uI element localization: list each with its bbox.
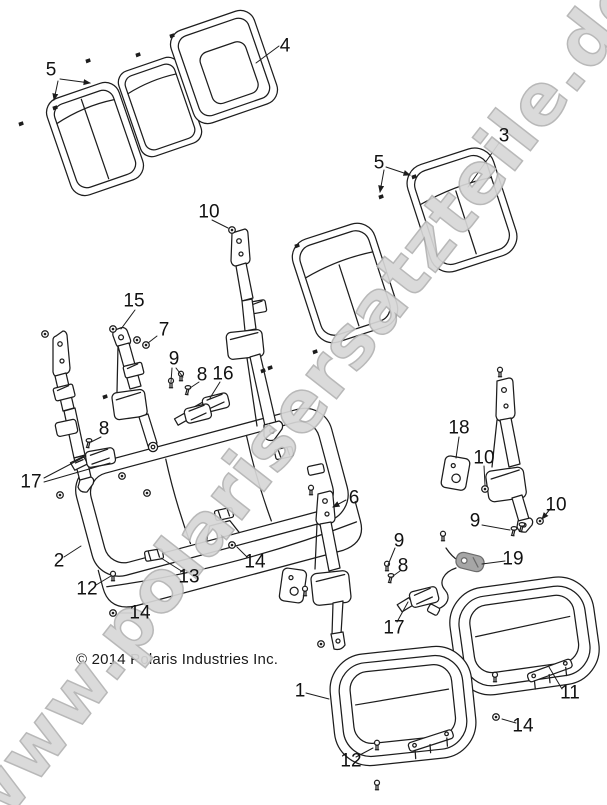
callout-8: 8	[98, 418, 110, 440]
seatbelt-center-10	[225, 228, 284, 442]
callout-12: 12	[76, 578, 98, 600]
seatbelt-mid-right-6	[310, 490, 352, 651]
seatbelt-mid-left-15	[111, 326, 159, 453]
seatbelt-far-left	[52, 330, 95, 493]
clip-bracket-13	[143, 548, 165, 562]
callout-9: 9	[393, 530, 405, 552]
seat-back-single-rear	[406, 147, 518, 273]
seat-rail-right-11	[526, 658, 573, 690]
seat-back-bench-panel-right	[169, 9, 279, 125]
callout-10: 10	[545, 494, 567, 516]
callout-7: 7	[158, 319, 170, 341]
callout-9: 9	[168, 348, 180, 370]
callout-14: 14	[244, 551, 266, 573]
mount-pad-18	[440, 455, 471, 491]
callout-13: 13	[178, 566, 200, 588]
copyright-text: © 2014 Polaris Industries Inc.	[76, 651, 279, 668]
callout-1: 1	[294, 680, 306, 702]
callout-8: 8	[397, 555, 409, 577]
callout-11: 11	[560, 682, 580, 704]
callout-10: 10	[473, 447, 495, 469]
callout-5: 5	[45, 59, 57, 81]
seat-clips	[143, 445, 325, 562]
callout-17: 17	[383, 617, 405, 639]
callout-5: 5	[373, 152, 385, 174]
callout-18: 18	[448, 417, 470, 439]
seatbelt-far-right	[485, 377, 534, 533]
callout-19: 19	[502, 548, 524, 570]
seat-back-bench-panel-left	[45, 81, 145, 197]
callout-14: 14	[512, 715, 534, 737]
callout-8: 8	[196, 364, 208, 386]
buckle-latch-mid	[173, 403, 213, 426]
leader-lines	[43, 45, 563, 758]
callout-2: 2	[53, 550, 65, 572]
callout-3: 3	[498, 125, 510, 147]
callout-16: 16	[212, 363, 234, 385]
seat-rail-center-11	[407, 729, 454, 760]
callout-4: 4	[279, 35, 291, 57]
callout-12: 12	[340, 750, 362, 772]
callout-9: 9	[469, 510, 481, 532]
callout-14: 14	[129, 602, 151, 624]
callout-15: 15	[123, 290, 145, 312]
callout-17: 17	[20, 471, 42, 493]
buckle-latch-bottom-17	[396, 586, 440, 613]
callout-6: 6	[348, 487, 360, 509]
tether-lanyard-19	[426, 547, 485, 616]
callout-10: 10	[198, 201, 220, 223]
buckle-latch-left-17	[69, 447, 117, 471]
seat-back-single-front	[291, 222, 399, 344]
